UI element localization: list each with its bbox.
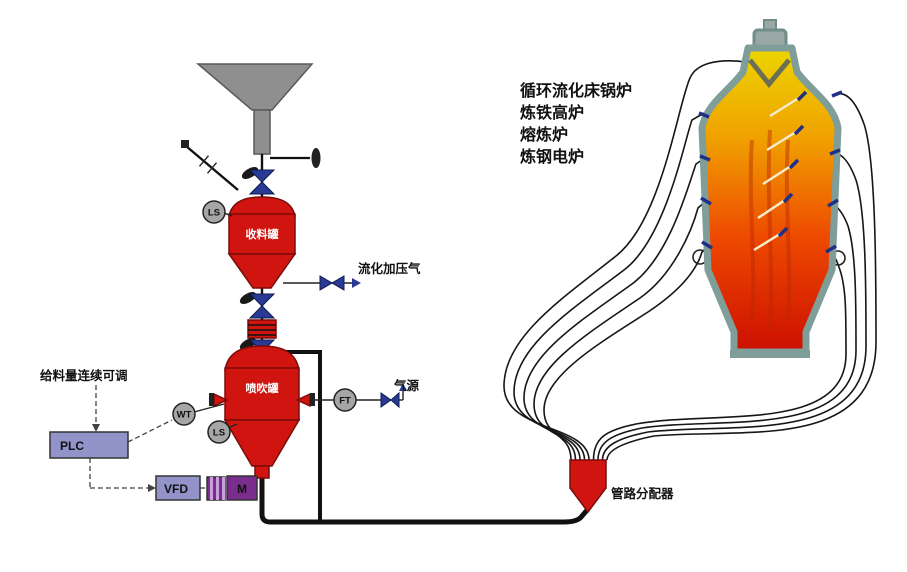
hopper-neck (253, 109, 271, 155)
receiving-tank-level-sensor: LS (202, 200, 233, 224)
arrow-right-icon (148, 484, 156, 492)
conveying-pipe (259, 350, 590, 525)
furnace-bell (748, 58, 791, 88)
distribution-pipe (503, 59, 747, 461)
expansion-joint (247, 319, 277, 339)
gas-source-line: FT 气源 (315, 378, 420, 412)
motor-box (226, 475, 258, 501)
nozzle-cap (310, 393, 315, 406)
receiving-tank-cone (227, 253, 297, 289)
distribution-pipe (601, 151, 867, 461)
inlet-flange (206, 162, 218, 174)
level-sensor-label: LS (213, 428, 225, 439)
weight-sensor-label: WT (177, 410, 192, 421)
distribution-pipe (606, 92, 877, 461)
furnace (698, 19, 843, 358)
gas-valve-icon (380, 392, 392, 408)
distribution-pipe-bundle (503, 59, 877, 461)
furnace-applications: 循环流化床锅炉 炼铁高炉 熔炼炉 炼钢电炉 (520, 81, 632, 166)
feed-hopper (181, 63, 321, 191)
weight-sensor-icon (172, 402, 196, 426)
receiving-tank: 收料罐 (227, 196, 297, 289)
level-sensor-icon (202, 200, 226, 224)
nozzle-cap (209, 393, 214, 406)
handwheel-icon (311, 148, 321, 168)
flow-arrow-icon (352, 278, 361, 288)
fluidization-gas-line: 流化加压气 (283, 261, 421, 291)
furnace-application-label: 炼钢电炉 (520, 147, 584, 166)
burden-streak (766, 129, 774, 331)
lance-port-ticks (698, 90, 843, 254)
distributor-body (569, 459, 607, 514)
conveying-main-pipe (259, 478, 590, 525)
hopper-funnel (195, 63, 314, 111)
arrow-down-icon (92, 424, 100, 432)
gas-valve-icon (390, 391, 400, 409)
injection-tank-label: 喷吹罐 (246, 381, 279, 395)
inlet-flange (198, 155, 210, 167)
vfd-box (155, 475, 201, 501)
tank-outlet (254, 465, 270, 479)
plc-label: PLC (60, 439, 84, 453)
screw-coupling (206, 476, 226, 501)
burden-streak (748, 139, 756, 321)
receiving-tank-dome (228, 196, 296, 217)
butterfly-valve-top (241, 167, 276, 195)
flow-sensor-label: FT (339, 396, 351, 407)
receiving-tank-body (228, 213, 296, 255)
injection-tank-level-sensor: LS (207, 420, 238, 444)
distribution-pipe (513, 112, 705, 461)
motor-label: M (237, 482, 247, 496)
level-sensor-label: LS (208, 208, 220, 219)
furnace-application-label: 熔炼炉 (520, 125, 568, 144)
inlet-flange-end (181, 140, 189, 148)
injection-tank: 喷吹罐 (209, 345, 315, 479)
injection-tank-dome (224, 345, 300, 371)
feed-rate-note: 给料量连续可调 (40, 368, 128, 383)
distributor-label: 管路分配器 (611, 486, 674, 501)
gas-source-label: 气源 (393, 378, 420, 393)
weight-sensor: WT (172, 402, 225, 426)
vfd-label: VFD (164, 482, 188, 496)
gas-valve-icon (319, 275, 333, 291)
furnace-hearth-base (730, 350, 810, 358)
distribution-pipe (592, 249, 847, 461)
plc-box (49, 431, 129, 459)
furnace-application-label: 炼铁高炉 (520, 103, 584, 122)
fluidization-gas-label: 流化加压气 (358, 261, 421, 276)
gas-valve-icon (331, 275, 345, 291)
flow-arrow-icon (399, 383, 407, 391)
injection-tank-cone (223, 419, 301, 467)
distribution-pipe (597, 203, 857, 461)
injection-tank-body (224, 367, 300, 421)
conveying-air-riser (274, 350, 322, 521)
burden-streak (784, 139, 792, 321)
furnace-application-label: 循环流化床锅炉 (520, 81, 632, 100)
flow-sensor-icon (333, 388, 357, 412)
pipe-distributor: 管路分配器 (569, 459, 674, 514)
receiving-tank-label: 收料罐 (246, 227, 279, 241)
control-system: 给料量连续可调 PLC VFD M (40, 368, 258, 501)
distribution-pipe (543, 246, 708, 461)
butterfly-valve-middle (239, 292, 276, 319)
level-sensor-icon (207, 420, 231, 444)
